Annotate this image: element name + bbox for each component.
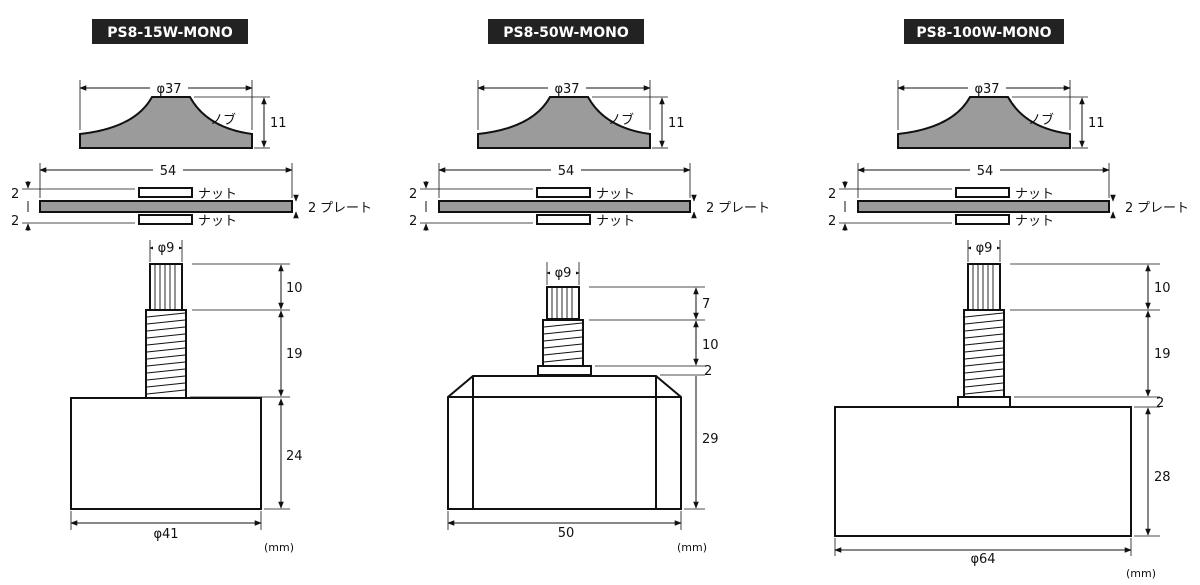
shaft-length-label-2: 10 <box>702 338 719 353</box>
knob-height-label: 11 <box>668 116 685 131</box>
nut-top-label: ナット <box>596 187 635 202</box>
plate-label: プレート <box>718 201 770 216</box>
nut-bottom-height-label: 2 <box>11 214 19 229</box>
nut-top <box>536 187 591 198</box>
nut-top-label: ナット <box>1015 187 1054 202</box>
nut-bottom <box>138 214 193 225</box>
plate-width-label: 54 <box>160 164 177 179</box>
shaft-length-label-3: 2 <box>1156 396 1164 411</box>
knob-height-label: 11 <box>1088 116 1105 131</box>
shaft-diameter-label: φ9 <box>555 266 572 281</box>
model-title: PS8-15W-MONO <box>107 25 233 41</box>
model-title-bg <box>92 19 248 44</box>
model-title: PS8-50W-MONO <box>503 25 629 41</box>
nut-top <box>955 187 1010 198</box>
nut-top-height-label: 2 <box>11 187 19 202</box>
model-title-bg <box>488 19 644 44</box>
knob-diameter-label: φ37 <box>156 82 181 97</box>
pot-body <box>834 406 1132 537</box>
nut-bottom-height-label: 2 <box>828 214 836 229</box>
nut-top-height-label: 2 <box>409 187 417 202</box>
nut-top-label: ナット <box>198 187 237 202</box>
plate <box>39 200 293 213</box>
body-height-label: 29 <box>702 432 719 447</box>
knob <box>79 96 253 149</box>
knob-label: ノブ <box>608 112 634 128</box>
model-ps8-15w-mono: PS8-15W-MONO φ37 11 ノブ 54 ナット ナット 2 プレート… <box>11 19 372 554</box>
nut-bottom <box>955 214 1010 225</box>
body-height-label: 24 <box>286 449 303 464</box>
knob-diameter-label: φ37 <box>974 82 999 97</box>
shaft-length-label-1: 10 <box>286 281 303 296</box>
shaft-diameter-label: φ9 <box>158 241 175 256</box>
units-label: (mm) <box>264 541 294 554</box>
body-width-label: φ64 <box>970 552 995 567</box>
pot-body <box>70 397 262 510</box>
plate-width-label: 54 <box>977 164 994 179</box>
units-label: (mm) <box>1126 567 1156 580</box>
shaft-length-label-2: 19 <box>1154 347 1171 362</box>
plate-thickness-label: 2 <box>706 201 714 216</box>
knob <box>477 96 651 149</box>
model-ps8-50w-mono: PS8-50W-MONO φ37 11 ノブ 54 ナット ナット 2 プレート… <box>409 19 770 554</box>
nut-bottom-label: ナット <box>1015 214 1054 229</box>
shaft-length-label-3: 2 <box>704 364 712 379</box>
model-ps8-100w-mono: PS8-100W-MONO φ37 11 ノブ 54 ナット ナット 2 プレー… <box>828 19 1189 580</box>
shaft-nut <box>537 365 592 376</box>
knob-diameter-label: φ37 <box>554 82 579 97</box>
pot-body <box>447 375 682 510</box>
nut-top-height-label: 2 <box>828 187 836 202</box>
knob-label: ノブ <box>1028 112 1054 128</box>
plate-label: プレート <box>1137 201 1189 216</box>
knob-label: ノブ <box>210 112 236 128</box>
shaft-length-label-1: 7 <box>702 297 710 312</box>
body-width-label: φ41 <box>153 527 178 542</box>
plate <box>438 200 691 213</box>
shaft-length-label-1: 10 <box>1154 281 1171 296</box>
plate <box>857 200 1110 213</box>
nut-bottom-label: ナット <box>596 214 635 229</box>
nut-bottom <box>536 214 591 225</box>
body-width-label: 50 <box>558 526 575 541</box>
knob <box>897 96 1071 149</box>
nut-bottom-label: ナット <box>198 214 237 229</box>
shaft-length-label-2: 19 <box>286 347 303 362</box>
model-title: PS8-100W-MONO <box>916 25 1051 41</box>
plate-label: プレート <box>320 201 372 216</box>
shaft-nut <box>957 396 1011 408</box>
plate-thickness-label: 2 <box>308 201 316 216</box>
units-label: (mm) <box>677 541 707 554</box>
nut-bottom-height-label: 2 <box>409 214 417 229</box>
plate-thickness-label: 2 <box>1125 201 1133 216</box>
nut-top <box>138 187 193 198</box>
plate-width-label: 54 <box>558 164 575 179</box>
model-title-bg <box>904 19 1064 44</box>
body-height-label: 28 <box>1154 470 1171 485</box>
shaft-diameter-label: φ9 <box>976 241 993 256</box>
knob-height-label: 11 <box>270 116 287 131</box>
